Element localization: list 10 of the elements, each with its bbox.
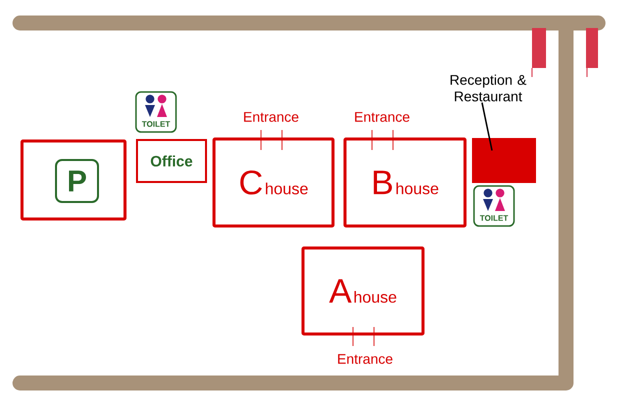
reception-label: Reception & Restaurant <box>450 74 526 102</box>
entrance-label: Entrance <box>355 112 410 122</box>
entrance-label: Entrance <box>338 354 392 364</box>
entrance-label: Entrance <box>244 112 298 122</box>
toilet-sign: TOILET <box>135 91 177 133</box>
parking-sign: P <box>55 159 99 203</box>
office-box: Office <box>136 139 207 183</box>
reception-building <box>472 138 536 183</box>
toilet-sign: TOILET <box>473 185 515 227</box>
leader-line <box>481 102 493 151</box>
